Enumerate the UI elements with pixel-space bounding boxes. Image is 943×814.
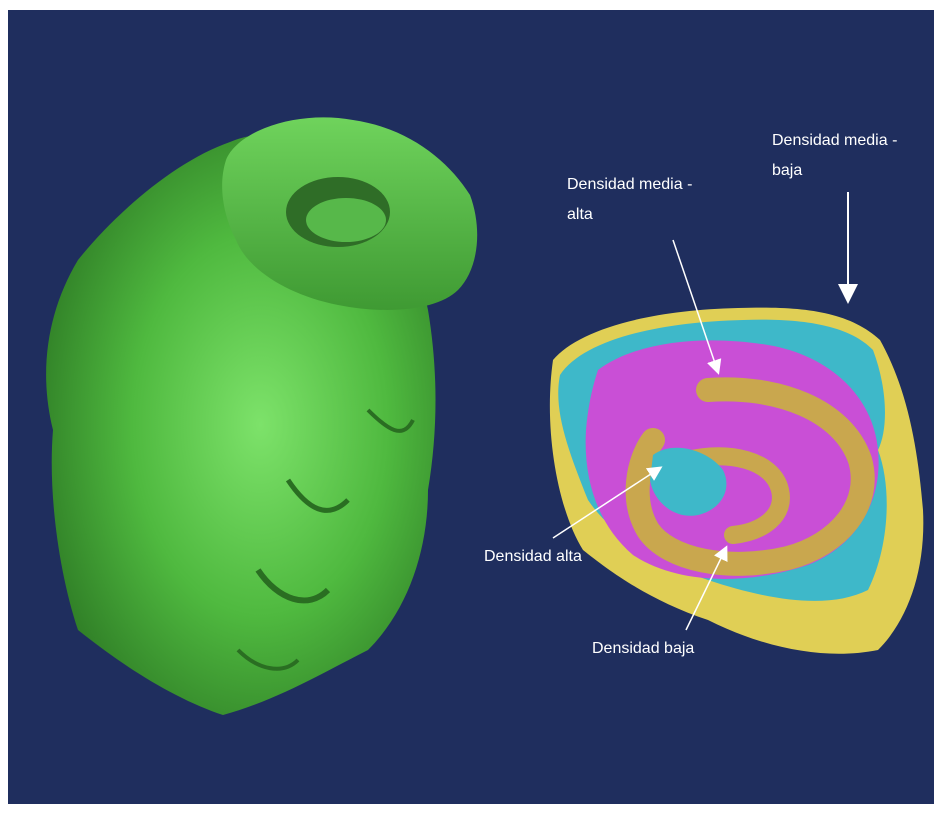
label-mid-low-density: Densidad media - baja	[772, 126, 897, 186]
density-slice-model	[550, 308, 923, 654]
full-heart-model	[46, 117, 477, 715]
render-viewport: Densidad media - baja Densidad media - a…	[8, 10, 934, 804]
label-low-density: Densidad baja	[592, 634, 694, 664]
label-mid-high-density: Densidad media - alta	[567, 170, 692, 230]
label-high-density: Densidad alta	[484, 542, 582, 572]
model-hole-inner	[306, 198, 386, 242]
